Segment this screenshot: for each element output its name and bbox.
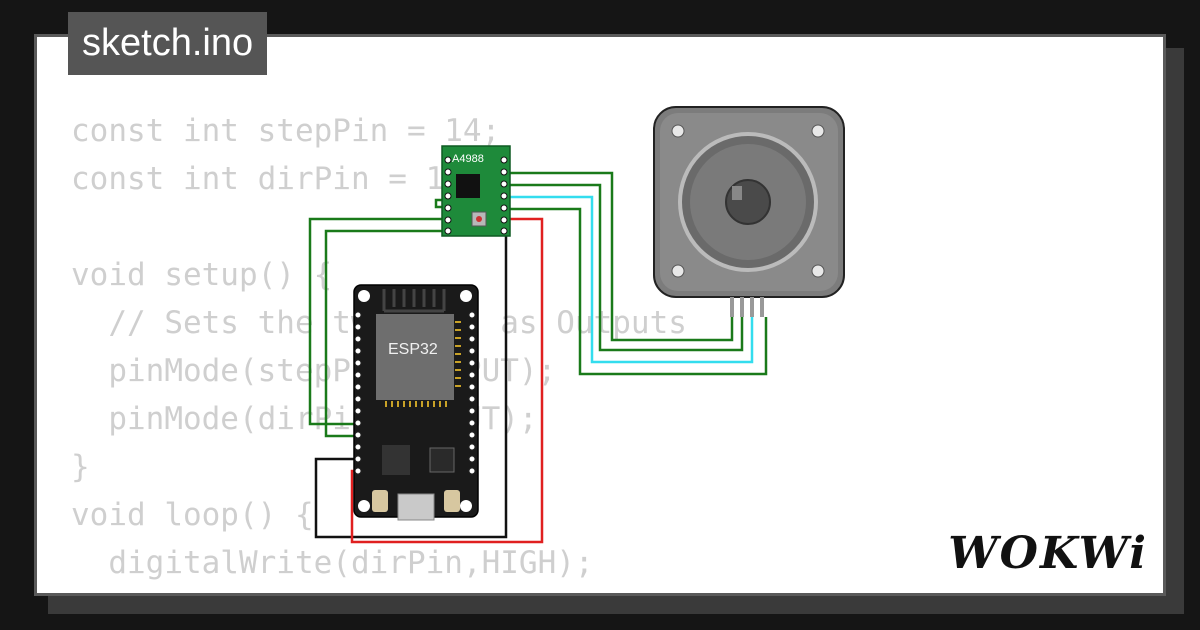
a4988-driver: A4988 bbox=[441, 145, 511, 237]
control-wires bbox=[308, 198, 544, 544]
code-line: void setup() { bbox=[71, 257, 333, 293]
stepper-motor bbox=[653, 106, 845, 317]
code-line: } bbox=[71, 449, 90, 485]
code-preview: const int stepPin = 14; const int dirPin … bbox=[71, 107, 687, 593]
code-line: const int dirPin = 1 bbox=[71, 161, 445, 197]
esp32-label: ESP32 bbox=[388, 341, 438, 358]
code-line: pinMode(stepPin,OUTPUT); bbox=[71, 353, 557, 389]
motor-wires bbox=[508, 171, 768, 376]
code-line: void loop() { bbox=[71, 497, 314, 533]
esp32-board: ESP32 bbox=[353, 284, 479, 521]
wokwi-logo: WOKWi bbox=[948, 528, 1148, 579]
code-line: const int stepPin = 14; bbox=[71, 113, 501, 149]
code-line: // Sets the two pins as Outputs bbox=[108, 305, 687, 341]
driver-label: A4988 bbox=[452, 153, 484, 165]
code-line: digitalWrite(dirPin,HIGH); bbox=[71, 545, 594, 581]
file-name-tab: sketch.ino bbox=[68, 12, 268, 75]
